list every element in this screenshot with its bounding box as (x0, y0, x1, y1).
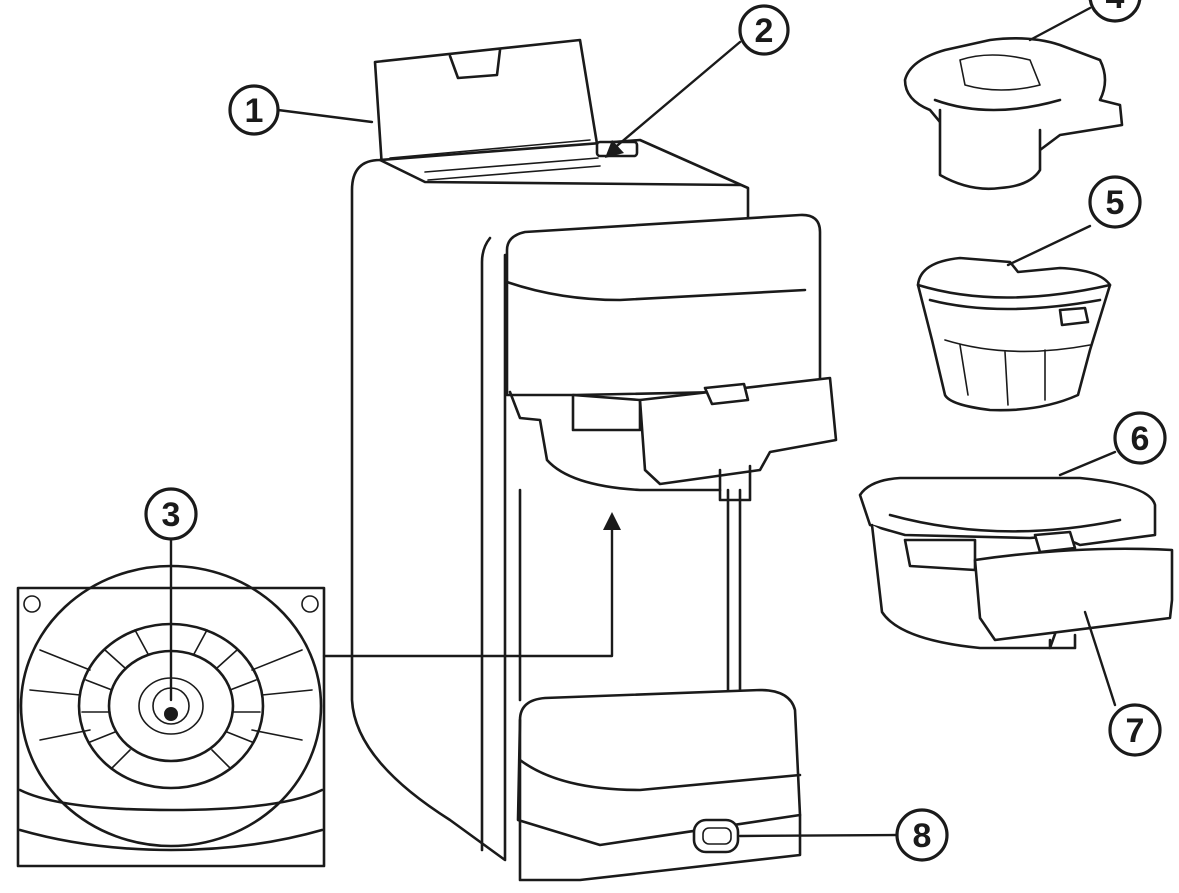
callout-7-label: 7 (1126, 712, 1145, 750)
callout-3: 3 (144, 487, 198, 541)
coffee-machine (350, 38, 838, 882)
filter-basket-part (916, 256, 1112, 412)
inset-arrow-head (603, 512, 621, 530)
pod-carriage-part (858, 476, 1174, 650)
capsule-holder-part (903, 37, 1124, 190)
callout-2-label: 2 (755, 12, 774, 50)
callout-2: 2 (738, 4, 790, 56)
callout-5-label: 5 (1106, 184, 1125, 222)
callout-leaders (169, 6, 1117, 838)
machine-body (350, 138, 750, 862)
callout-5: 5 (1088, 175, 1142, 229)
callout-6: 6 (1113, 411, 1167, 465)
brew-head-housing (505, 213, 838, 502)
callout-4: 4 (1088, 0, 1142, 23)
callout-8: 8 (895, 808, 949, 862)
callout-4-label: 4 (1106, 0, 1125, 16)
inset-leader-line (322, 523, 614, 658)
callout-1-label: 1 (245, 92, 264, 130)
callout-3-label: 3 (162, 496, 181, 534)
callout-7: 7 (1108, 703, 1162, 757)
callout-8-label: 8 (913, 817, 932, 855)
drip-tray (516, 688, 802, 882)
callout-1: 1 (228, 84, 280, 136)
callout-6-label: 6 (1131, 420, 1150, 458)
inset-ribs (29, 623, 313, 769)
